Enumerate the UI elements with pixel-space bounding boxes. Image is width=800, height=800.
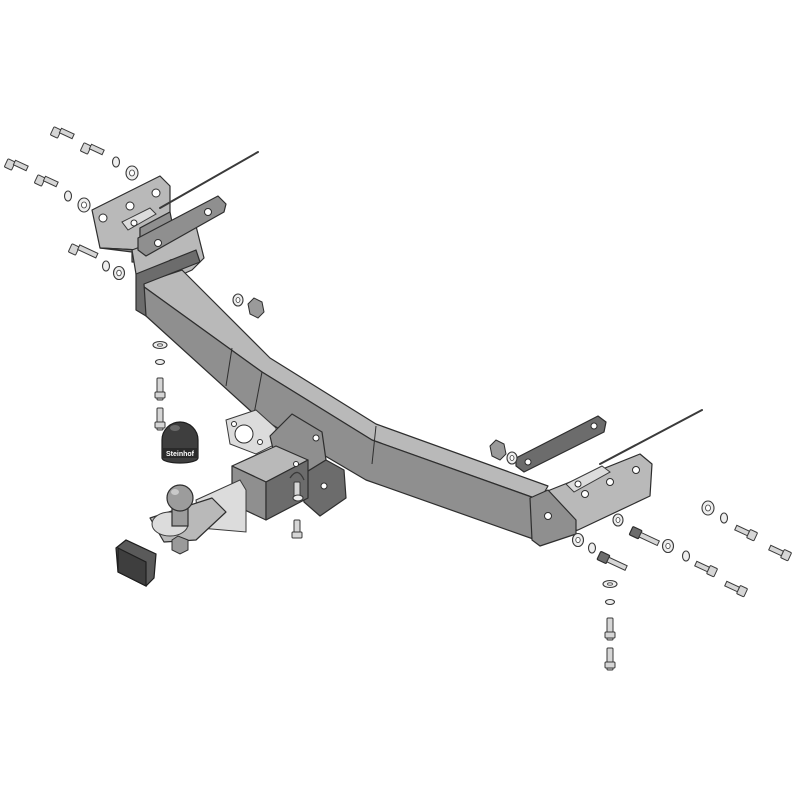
receiver-end-plug bbox=[115, 539, 157, 587]
safety-pin bbox=[289, 471, 305, 502]
receiver-box bbox=[231, 413, 347, 521]
right-strap-plate bbox=[515, 415, 607, 473]
left-vertical-fasteners bbox=[152, 340, 168, 431]
washer bbox=[101, 260, 111, 272]
bolt bbox=[50, 126, 75, 140]
left-bracket-lower-plate bbox=[135, 249, 201, 317]
left-strap-plate bbox=[121, 195, 227, 257]
bolt bbox=[80, 142, 105, 156]
washer bbox=[112, 265, 126, 281]
left-top-fasteners bbox=[4, 126, 139, 281]
right-spacer-nut bbox=[489, 439, 518, 465]
draw-bar bbox=[149, 479, 247, 543]
receiver-bottom-bolt bbox=[291, 519, 303, 539]
washer bbox=[63, 190, 73, 202]
left-fishwire bbox=[159, 151, 259, 209]
bolt bbox=[68, 243, 99, 259]
right-fasteners bbox=[571, 500, 792, 671]
ball-bolt-nut bbox=[171, 535, 189, 555]
left-spacer-nut bbox=[232, 293, 265, 319]
bolt bbox=[4, 158, 29, 172]
tow-ball-cover: Steinhof bbox=[161, 421, 199, 464]
tow-ball bbox=[166, 484, 194, 527]
right-fishwire bbox=[599, 409, 703, 465]
washer bbox=[77, 197, 91, 213]
bolt bbox=[34, 174, 59, 188]
right-mounting-bracket bbox=[529, 453, 653, 547]
washer bbox=[111, 156, 121, 168]
cover-logo: Steinhof bbox=[166, 451, 195, 458]
washer bbox=[125, 165, 139, 181]
